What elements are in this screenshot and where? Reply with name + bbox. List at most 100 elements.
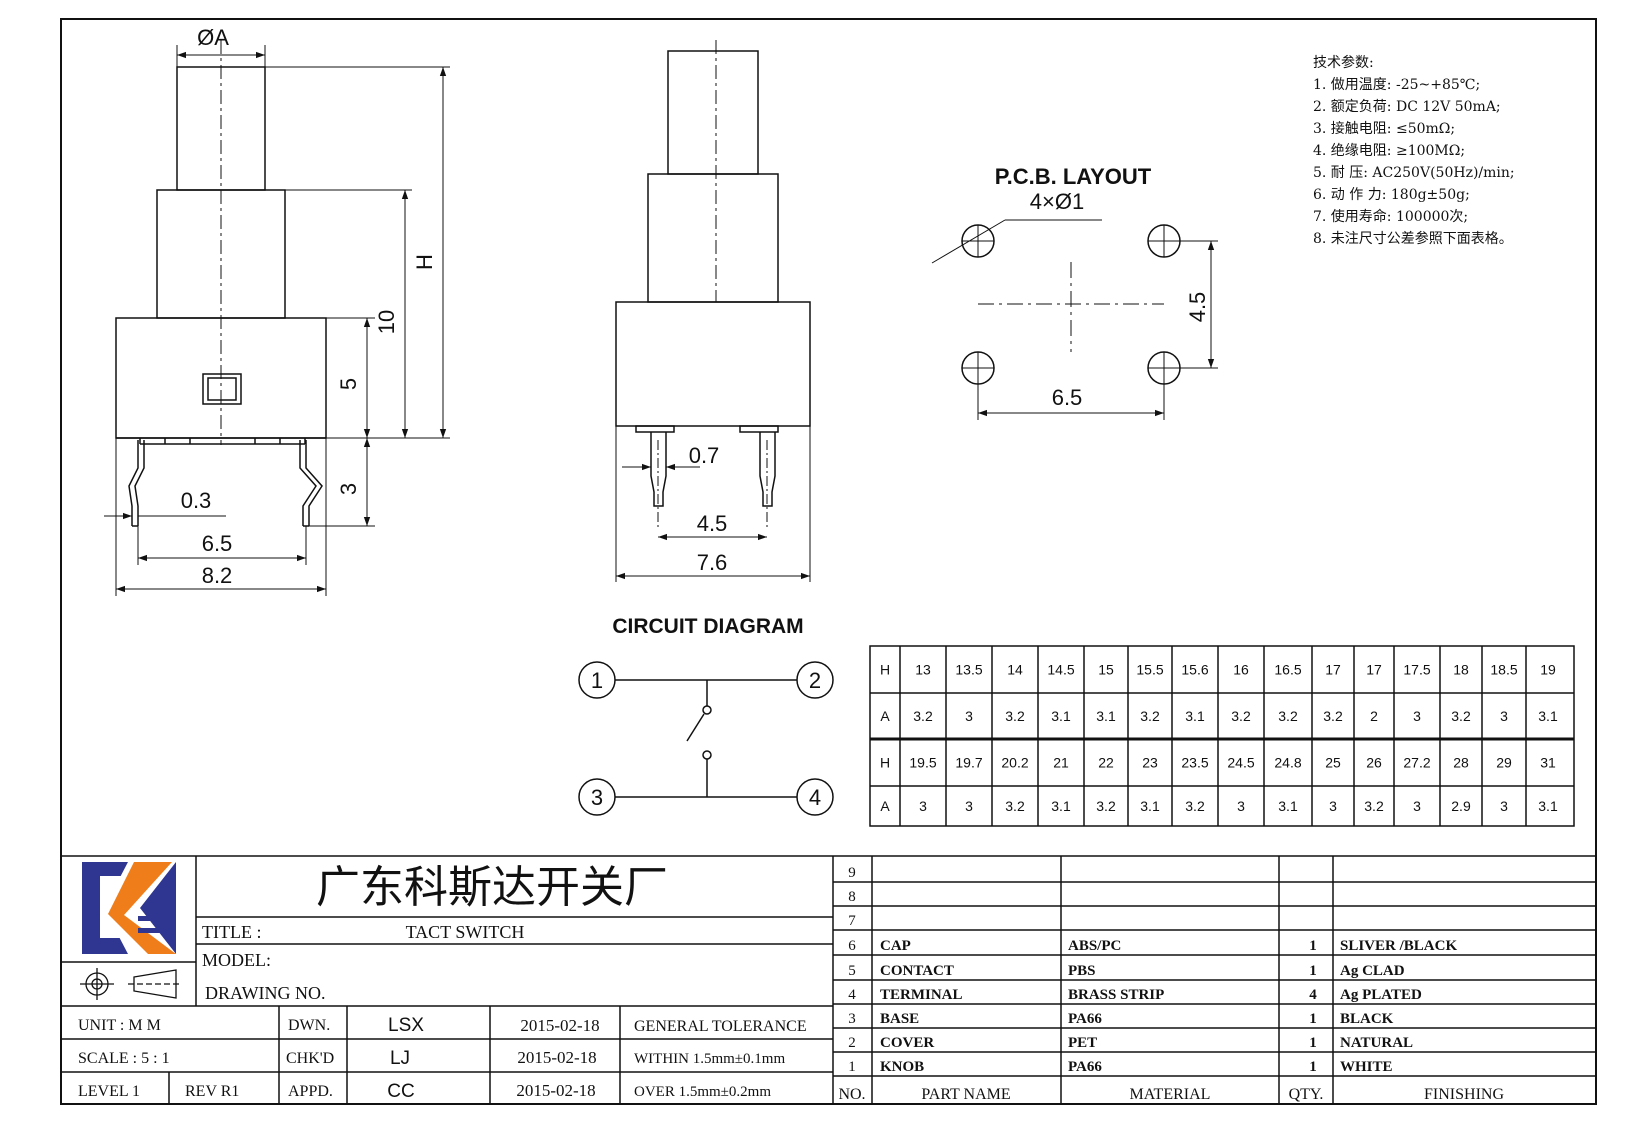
bom-qty: 1 xyxy=(1309,1059,1317,1075)
specs-heading: 技术参数: xyxy=(1313,54,1374,71)
chk-label: CHK'D xyxy=(286,1050,334,1067)
dim-table-cell: 15.6 xyxy=(1181,662,1208,678)
circuit-node-2: 2 xyxy=(809,668,821,693)
bom-part-name: CONTACT xyxy=(880,963,954,979)
dim-7-6: 7.6 xyxy=(697,550,728,575)
bom-row-no: 6 xyxy=(848,938,856,954)
dim-table-row-label: H xyxy=(880,662,890,678)
pcb-layout xyxy=(931,219,1218,420)
dim-table-cell: 3.1 xyxy=(1051,708,1071,724)
dim-3: 3 xyxy=(336,483,361,495)
drawing-no-label: DRAWING NO. xyxy=(205,983,326,1003)
circuit-labels: CIRCUIT DIAGRAM 1 2 3 4 xyxy=(591,615,821,810)
bom-finishing: WHITE xyxy=(1340,1059,1393,1075)
dim-table-cell: 3.2 xyxy=(1451,708,1471,724)
dim-table-cell: 19 xyxy=(1540,662,1556,678)
dim-table-cell: 3.1 xyxy=(1140,798,1160,814)
bom-qty: 1 xyxy=(1309,938,1317,954)
bom-qty: 1 xyxy=(1309,1011,1317,1027)
bom-material: PBS xyxy=(1068,963,1096,979)
dim-6-5: 6.5 xyxy=(202,531,233,556)
dwn-date: 2015-02-18 xyxy=(520,1016,599,1035)
pcb-title: P.C.B. LAYOUT xyxy=(995,164,1152,189)
dim-table-cell: 14.5 xyxy=(1047,662,1074,678)
bom-finishing: SLIVER /BLACK xyxy=(1340,938,1457,954)
bom-part-name: KNOB xyxy=(880,1059,924,1075)
dim-table-cell: 3.1 xyxy=(1278,798,1298,814)
bom-part-name: BASE xyxy=(880,1011,919,1027)
dim-table-cell: 3 xyxy=(965,798,973,814)
dim-table-cell: 3 xyxy=(1237,798,1245,814)
dim-table-cell: 17 xyxy=(1325,662,1341,678)
spec-item: 1. 做用温度: -25~+85℃; xyxy=(1313,77,1480,93)
dim-table-cell: 3 xyxy=(1329,798,1337,814)
rev-cell: REV R1 xyxy=(185,1083,239,1100)
dim-table-cell: 3 xyxy=(1413,798,1421,814)
dim-table-cell: 3.1 xyxy=(1096,708,1116,724)
bom-finishing: Ag PLATED xyxy=(1340,987,1422,1003)
bom-qty: 1 xyxy=(1309,1035,1317,1051)
side-view-labels: ØA H 10 5 3 0.3 6.5 8.2 xyxy=(181,25,437,588)
circuit-node-4: 4 xyxy=(809,785,821,810)
bom-material: PA66 xyxy=(1068,1059,1102,1075)
dim-table-cell: 31 xyxy=(1540,755,1556,771)
dim-table-cell: 2.9 xyxy=(1451,798,1471,814)
dim-table-row-label: H xyxy=(880,755,890,771)
dim-table-cell: 19.7 xyxy=(955,755,982,771)
dim-table-cell: 21 xyxy=(1053,755,1069,771)
front-view-labels: 0.7 4.5 7.6 xyxy=(689,443,728,575)
chk-date: 2015-02-18 xyxy=(517,1048,596,1067)
dim-table-cell: 3.2 xyxy=(1278,708,1298,724)
bom-row-no: 4 xyxy=(848,987,856,1003)
title-label: TITLE : xyxy=(202,922,261,942)
dim-table-cell: 3.2 xyxy=(1140,708,1160,724)
dim-table-row-label: A xyxy=(880,708,890,724)
spec-item: 7. 使用寿命: 100000次; xyxy=(1313,208,1468,225)
dim-table-cell: 13.5 xyxy=(955,662,982,678)
circuit-diagram xyxy=(578,661,834,816)
bom-row-no: 9 xyxy=(848,865,856,881)
dim-table-cell: 3.2 xyxy=(1323,708,1343,724)
pcb-labels: P.C.B. LAYOUT 4×Ø1 4.5 6.5 xyxy=(995,164,1210,410)
dim-8-2: 8.2 xyxy=(202,563,233,588)
dim-0-7: 0.7 xyxy=(689,443,720,468)
tolerance-within: WITHIN 1.5mm±0.1mm xyxy=(634,1051,785,1067)
title-block xyxy=(61,855,1596,1104)
appd-name: CC xyxy=(387,1081,414,1102)
level-cell: LEVEL 1 xyxy=(78,1083,140,1100)
side-view xyxy=(104,40,450,596)
bom-finishing: BLACK xyxy=(1340,1011,1394,1027)
general-tolerance: GENERAL TOLERANCE xyxy=(634,1018,807,1035)
dim-10: 10 xyxy=(374,310,399,334)
dim-table-cell: 26 xyxy=(1366,755,1382,771)
tolerance-over: OVER 1.5mm±0.2mm xyxy=(634,1084,771,1100)
spec-item: 6. 动 作 力: 180g±50g; xyxy=(1313,187,1470,203)
dim-5: 5 xyxy=(336,378,361,390)
dim-table-cell: 28 xyxy=(1453,755,1469,771)
bom-part-name: TERMINAL xyxy=(880,987,963,1003)
dim-table-cell: 23 xyxy=(1142,755,1158,771)
bom-material: ABS/PC xyxy=(1068,938,1121,954)
company-logo xyxy=(82,862,176,954)
bom-finishing: NATURAL xyxy=(1340,1035,1413,1051)
bom-qty: 4 xyxy=(1309,987,1317,1003)
bom-qty: 1 xyxy=(1309,963,1317,979)
dim-table-cell: 14 xyxy=(1007,662,1023,678)
bom-header: MATERIAL xyxy=(1130,1086,1211,1103)
front-view xyxy=(615,40,811,582)
dim-table-cell: 16.5 xyxy=(1274,662,1301,678)
dim-table-cell: 25 xyxy=(1325,755,1341,771)
dim-table-cell: 3.1 xyxy=(1051,798,1071,814)
dim-table-cell: 15.5 xyxy=(1136,662,1163,678)
sheet-border xyxy=(60,18,1597,1105)
dim-table-cell: 29 xyxy=(1496,755,1512,771)
dim-table-cell: 3 xyxy=(1413,708,1421,724)
dim-table-cell: 22 xyxy=(1098,755,1114,771)
circuit-node-3: 3 xyxy=(591,785,603,810)
bom-row-no: 5 xyxy=(848,963,856,979)
bom-header: PART NAME xyxy=(921,1086,1010,1103)
bom-header: NO. xyxy=(838,1086,865,1103)
bom-part-name: COVER xyxy=(880,1035,934,1051)
dim-table-cell: 3.2 xyxy=(1005,708,1025,724)
